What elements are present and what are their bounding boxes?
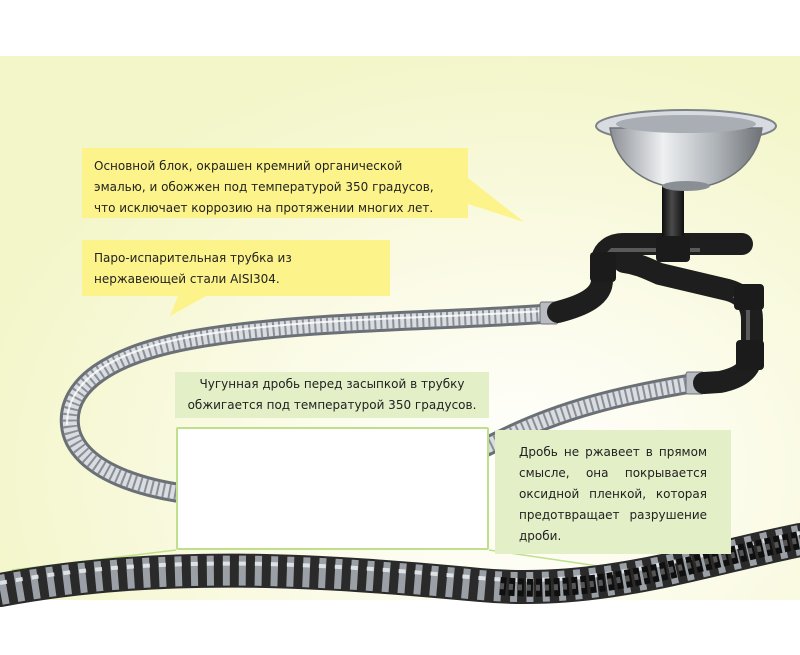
- callout-steam-tube: Паро-испарительная трубка из нержавеющей…: [82, 240, 390, 296]
- vertical-stem: [662, 184, 684, 250]
- callout-main-block: Основной блок, окрашен кремний органичес…: [82, 148, 468, 218]
- callout-cast-iron-shot: Чугунная дробь перед засыпкой в трубку о…: [175, 372, 489, 418]
- elbow-left: [590, 252, 616, 282]
- steel-bowl: [595, 109, 777, 191]
- pointer-main-block: [468, 178, 524, 222]
- elbow-right: [734, 284, 764, 310]
- bottom-margin: [0, 600, 800, 655]
- callout-no-rust: Дробь не ржавеет в прямом смысле, она по…: [495, 430, 731, 554]
- tee-joint: [656, 236, 690, 262]
- elbow-lower: [736, 340, 764, 370]
- zoom-frame: [176, 427, 489, 550]
- top-margin: [0, 0, 800, 56]
- pipe-assembly: [547, 184, 764, 394]
- cutaway-hose: [0, 523, 800, 607]
- pointer-steam-tube: [170, 296, 206, 316]
